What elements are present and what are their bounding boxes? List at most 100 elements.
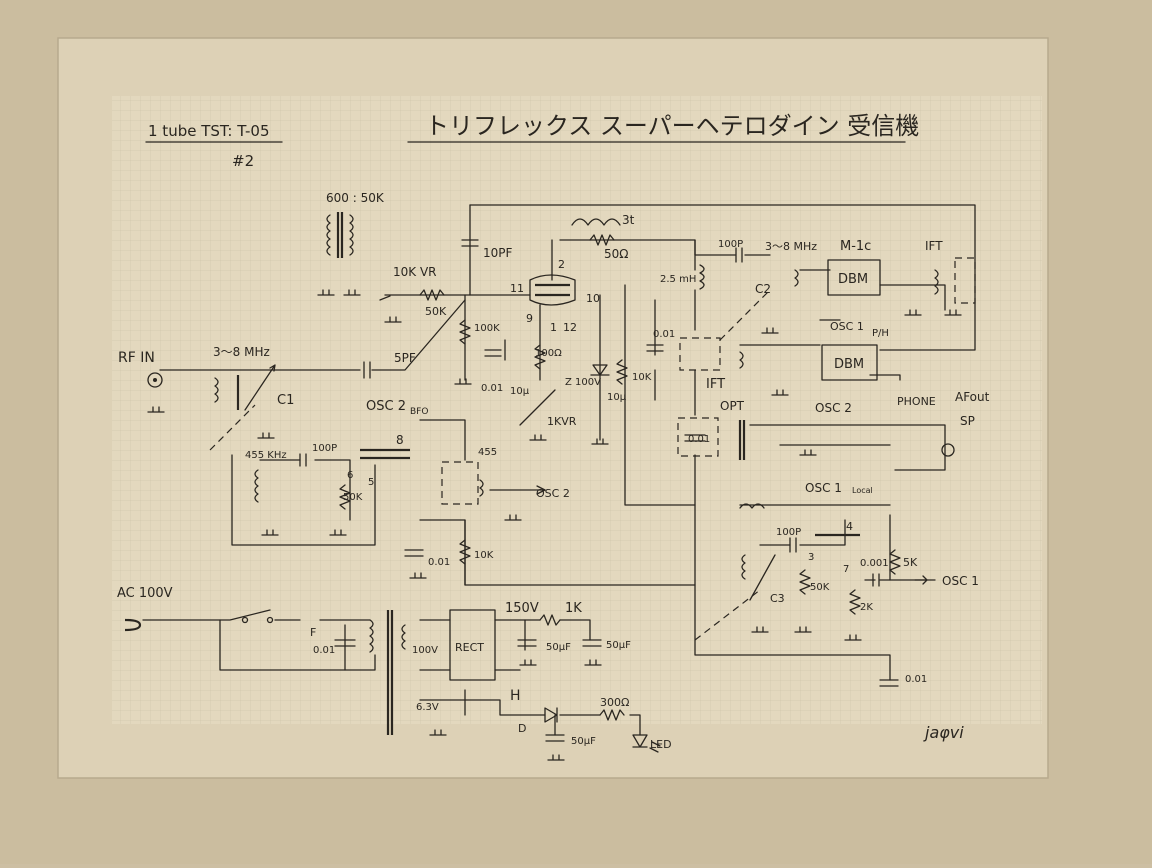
label-bfo: BFO [410,407,428,417]
label-c3: C3 [770,592,785,605]
label-300ohm: 300Ω [600,696,629,709]
label-osc1-local: OSC 1 [805,481,842,495]
label-5pf: 5PF [394,351,416,365]
label-pin12: 12 [563,321,577,334]
resistors [339,234,901,721]
coils [214,214,939,653]
label-pin4: 4 [846,520,853,533]
label-5k: 5K [903,556,918,569]
label-pin8: 8 [396,433,404,447]
label-50uf-a: 50μF [546,642,571,653]
header-left-line2: #2 [232,152,254,170]
grounds [147,289,962,761]
label-10k-b: 10K [474,550,494,561]
label-osc1-out: OSC 1 [942,574,979,588]
label-pin3: 3 [808,552,814,563]
label-6-3v: 6.3V [416,702,439,713]
label-1k: 1K [565,601,582,616]
label-zener: Z 100V [565,377,601,388]
label-pin6: 6 [347,470,353,481]
dbm1-box [827,259,881,296]
label-band2: 3～8 MHz [765,240,817,253]
label-50k: 50K [425,305,447,318]
label-50uf-c: 50μF [571,736,596,747]
label-led: LED [650,738,672,751]
semiconductors [544,364,661,753]
header-left-line1: 1 tube TST: T-05 [148,122,270,140]
label-50k-b: 50K [343,492,363,503]
label-heater: H [510,688,521,704]
label-10u-a: 10μ [510,386,530,397]
label-150v: 150V [505,601,539,616]
label-m1c: M-1c [840,239,871,254]
label-10k-vr: 10K VR [393,265,437,279]
label-fuse: F [310,626,316,639]
label-pin1: 1 [550,321,557,334]
ift-top-can [954,257,976,304]
label-ac100v: AC 100V [117,586,173,601]
label-c001g: 0.01 [313,645,335,656]
label-phone: PHONE [897,395,936,408]
label-100p-c: 100P [776,527,801,538]
transformer-cores [236,212,860,735]
label-afout: AFout [955,390,990,404]
label-c001d: 0.01 [428,557,450,568]
capacitors [299,239,899,742]
vacuum-tube [529,239,576,306]
label-pin11: 11 [510,282,524,295]
label-dbm1: DBM [838,272,868,287]
label-10u-b: 10μ [607,392,627,403]
label-sp: SP [960,414,975,428]
label-c001f: 0.01 [905,674,927,685]
ifcoil-can [441,461,479,505]
jacks [124,372,955,632]
label-1kvr: 1KVR [547,415,577,428]
component-labels: RF IN 3～8 MHz C1 5PF 10PF 600 : 50K 10K … [117,191,990,751]
opt-can [677,417,719,457]
label-rect: RECT [455,641,484,654]
signature: jaφvi [923,723,964,742]
label-455: 455 [478,447,497,458]
label-c001e: 0.001 [860,558,889,569]
tuning-arrows [209,289,928,641]
label-10pf: 10PF [483,246,513,260]
label-pin5: 5 [368,477,374,488]
label-3t: 3t [622,213,635,227]
graph-grid [112,96,1042,724]
label-100ohm: 100Ω [535,348,562,359]
label-100p-a: 100P [718,239,743,250]
dbm2-box [821,344,878,381]
label-100p-b: 100P [312,443,337,454]
label-600-50k: 600 : 50K [326,191,385,205]
label-rf-in: RF IN [118,350,155,366]
label-c001b: 0.01 [653,329,675,340]
label-c1: C1 [277,393,294,408]
label-band1: 3～8 MHz [213,345,270,359]
label-pin2: 2 [558,258,565,271]
label-10k-a: 10K [632,372,652,383]
label-ift-top: IFT [925,239,943,253]
label-ift-mid: IFT [706,377,725,392]
label-osc2-out: OSC 2 [536,487,570,500]
label-455khz: 455 KHz [245,450,287,461]
label-100k: 100K [474,323,500,334]
label-100v: 100V [412,645,438,656]
label-c001a: 0.01 [481,383,503,394]
label-dbm2: DBM [834,357,864,372]
blocks [441,257,976,681]
label-c001c: 0.01 [688,434,710,445]
label-osc1: OSC 1 [830,320,864,333]
label-2-5mh: 2.5 mH [660,274,696,285]
label-diode: D [518,722,526,735]
label-local: Local [852,486,873,495]
label-pin9: 9 [526,312,533,325]
rect-box [449,609,496,681]
label-pin10: 10 [586,292,600,305]
schematic-title: トリフレックス スーパーヘテロダイン 受信機 [425,112,919,140]
label-p-h: P/H [872,328,889,339]
label-opt: OPT [720,399,745,413]
label-50ohm: 50Ω [604,247,628,261]
label-50uf-b: 50μF [606,640,631,651]
